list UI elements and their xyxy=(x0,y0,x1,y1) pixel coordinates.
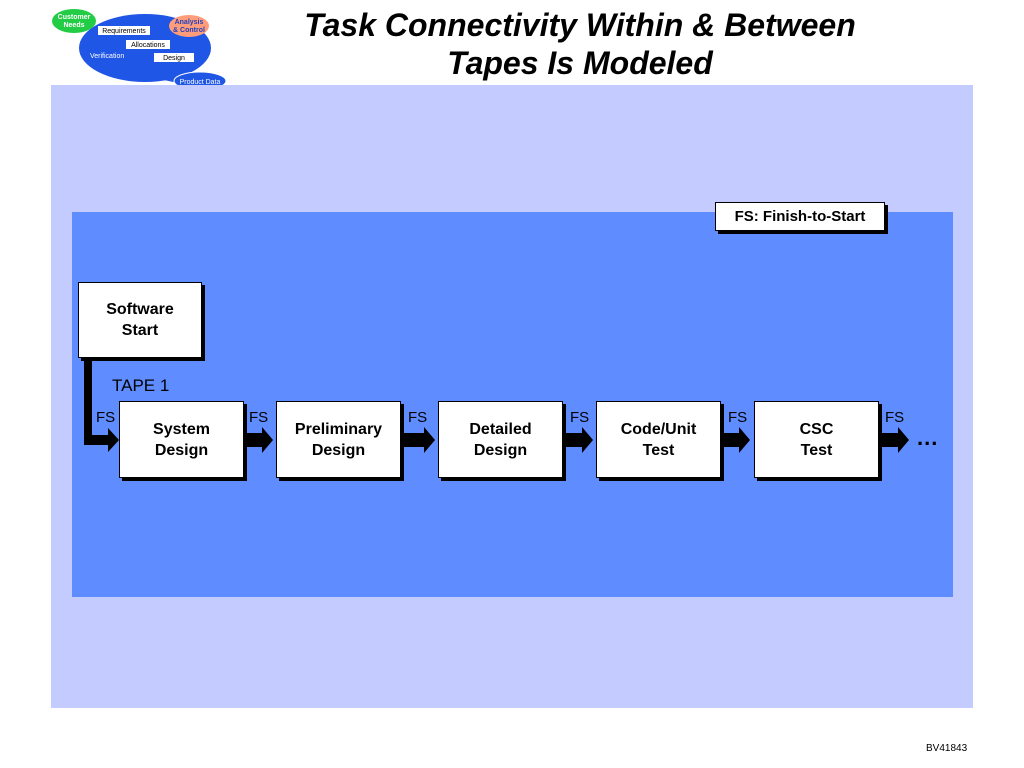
task-csc-test: CSC Test xyxy=(754,401,879,478)
arrow-system-to-preliminary xyxy=(244,427,273,453)
logo-analysis-line1: Analysis xyxy=(175,19,204,26)
page-title-line2: Tapes Is Modeled xyxy=(447,45,713,81)
logo-allocations: Allocations xyxy=(131,42,165,49)
logo-design: Design xyxy=(163,55,185,62)
task-label: System Design xyxy=(153,420,210,459)
fs-label: FS xyxy=(249,409,269,426)
task-label: Preliminary Design xyxy=(294,420,383,459)
arrow-preliminary-to-detailed xyxy=(402,427,435,453)
task-label: Detailed Design xyxy=(469,420,532,459)
task-label: Code/Unit Test xyxy=(620,420,697,459)
legend-box: FS: Finish-to-Start xyxy=(715,202,885,231)
arrow-detailed-to-code xyxy=(564,427,593,453)
logo-customer-needs-line2: Needs xyxy=(63,22,84,29)
tape-label: TAPE 1 xyxy=(112,376,170,395)
task-code-unit-test: Code/Unit Test xyxy=(596,401,721,478)
fs-label: FS xyxy=(570,409,590,426)
software-start-node: Software Start xyxy=(78,282,202,358)
logo-analysis-bubble xyxy=(169,15,209,37)
fs-label: FS xyxy=(728,409,748,426)
logo-customer-needs-line1: Customer xyxy=(58,14,91,21)
page-title: Task Connectivity Within & Between Tapes… xyxy=(270,6,890,82)
software-start-label: Software Start xyxy=(106,301,174,339)
fs-label: FS xyxy=(885,409,905,426)
continuation-ellipsis: ... xyxy=(917,425,939,450)
start-connector xyxy=(84,358,119,452)
logo-product-data: Product Data xyxy=(180,79,221,86)
task-preliminary-design: Preliminary Design xyxy=(276,401,401,478)
task-system-design: System Design xyxy=(119,401,244,478)
arrow-code-to-csc xyxy=(721,427,750,453)
logo-requirements: Requirements xyxy=(102,28,146,35)
task-detailed-design: Detailed Design xyxy=(438,401,563,478)
arrow-csc-to-next xyxy=(880,427,909,453)
logo-analysis-line2: & Control xyxy=(173,27,205,34)
fs-label: FS xyxy=(408,409,428,426)
page-title-line1: Task Connectivity Within & Between xyxy=(304,7,856,43)
fs-label: FS xyxy=(96,409,116,426)
logo-customer-needs-bubble xyxy=(52,9,96,33)
document-code: BV41843 xyxy=(926,743,968,754)
task-label: CSC Test xyxy=(799,420,834,459)
legend-text: FS: Finish-to-Start xyxy=(734,208,866,225)
logo-verification: Verification xyxy=(90,53,124,60)
